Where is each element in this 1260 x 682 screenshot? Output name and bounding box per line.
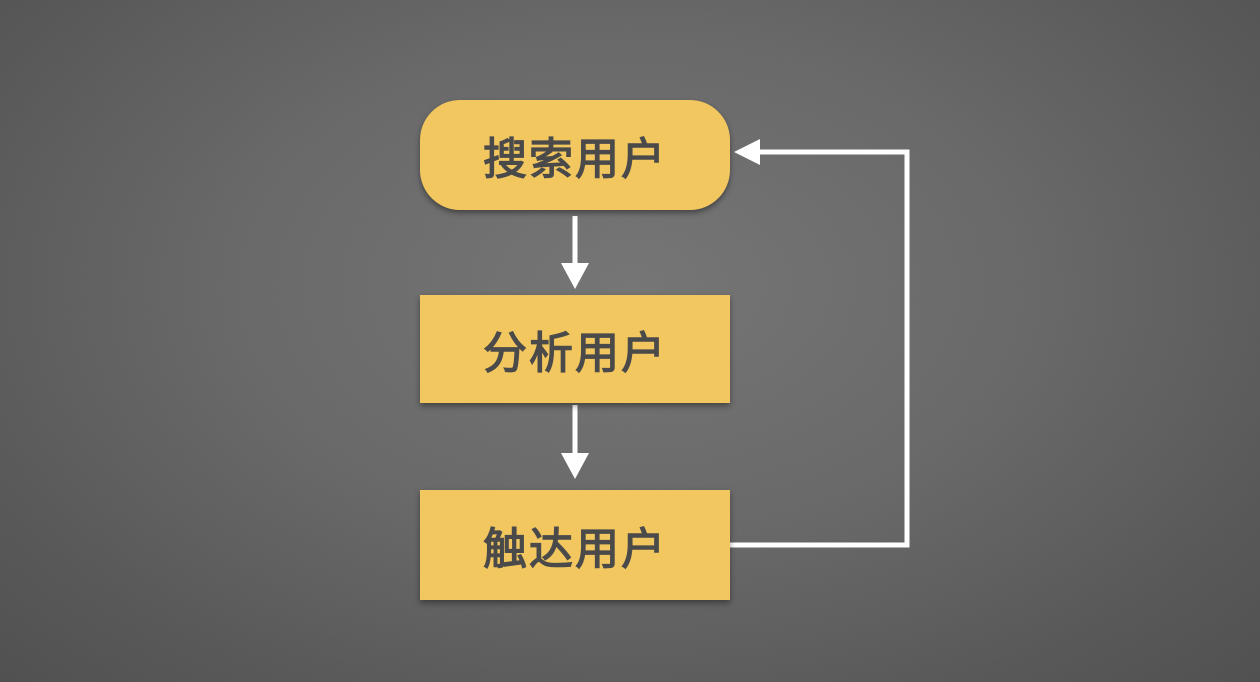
node-reach-users[interactable]: 触达用户 [420, 490, 730, 600]
arrow-reach-to-search-feedback [730, 139, 910, 548]
arrow-analyze-to-reach [561, 405, 589, 479]
node-analyze-users[interactable]: 分析用户 [420, 295, 730, 403]
node-analyze-users-label: 分析用户 [483, 329, 667, 378]
node-reach-users-label: 触达用户 [483, 525, 667, 574]
arrow-search-to-analyze [561, 216, 589, 289]
node-search-users[interactable]: 搜索用户 [420, 100, 730, 210]
node-search-users-label: 搜索用户 [483, 135, 667, 184]
